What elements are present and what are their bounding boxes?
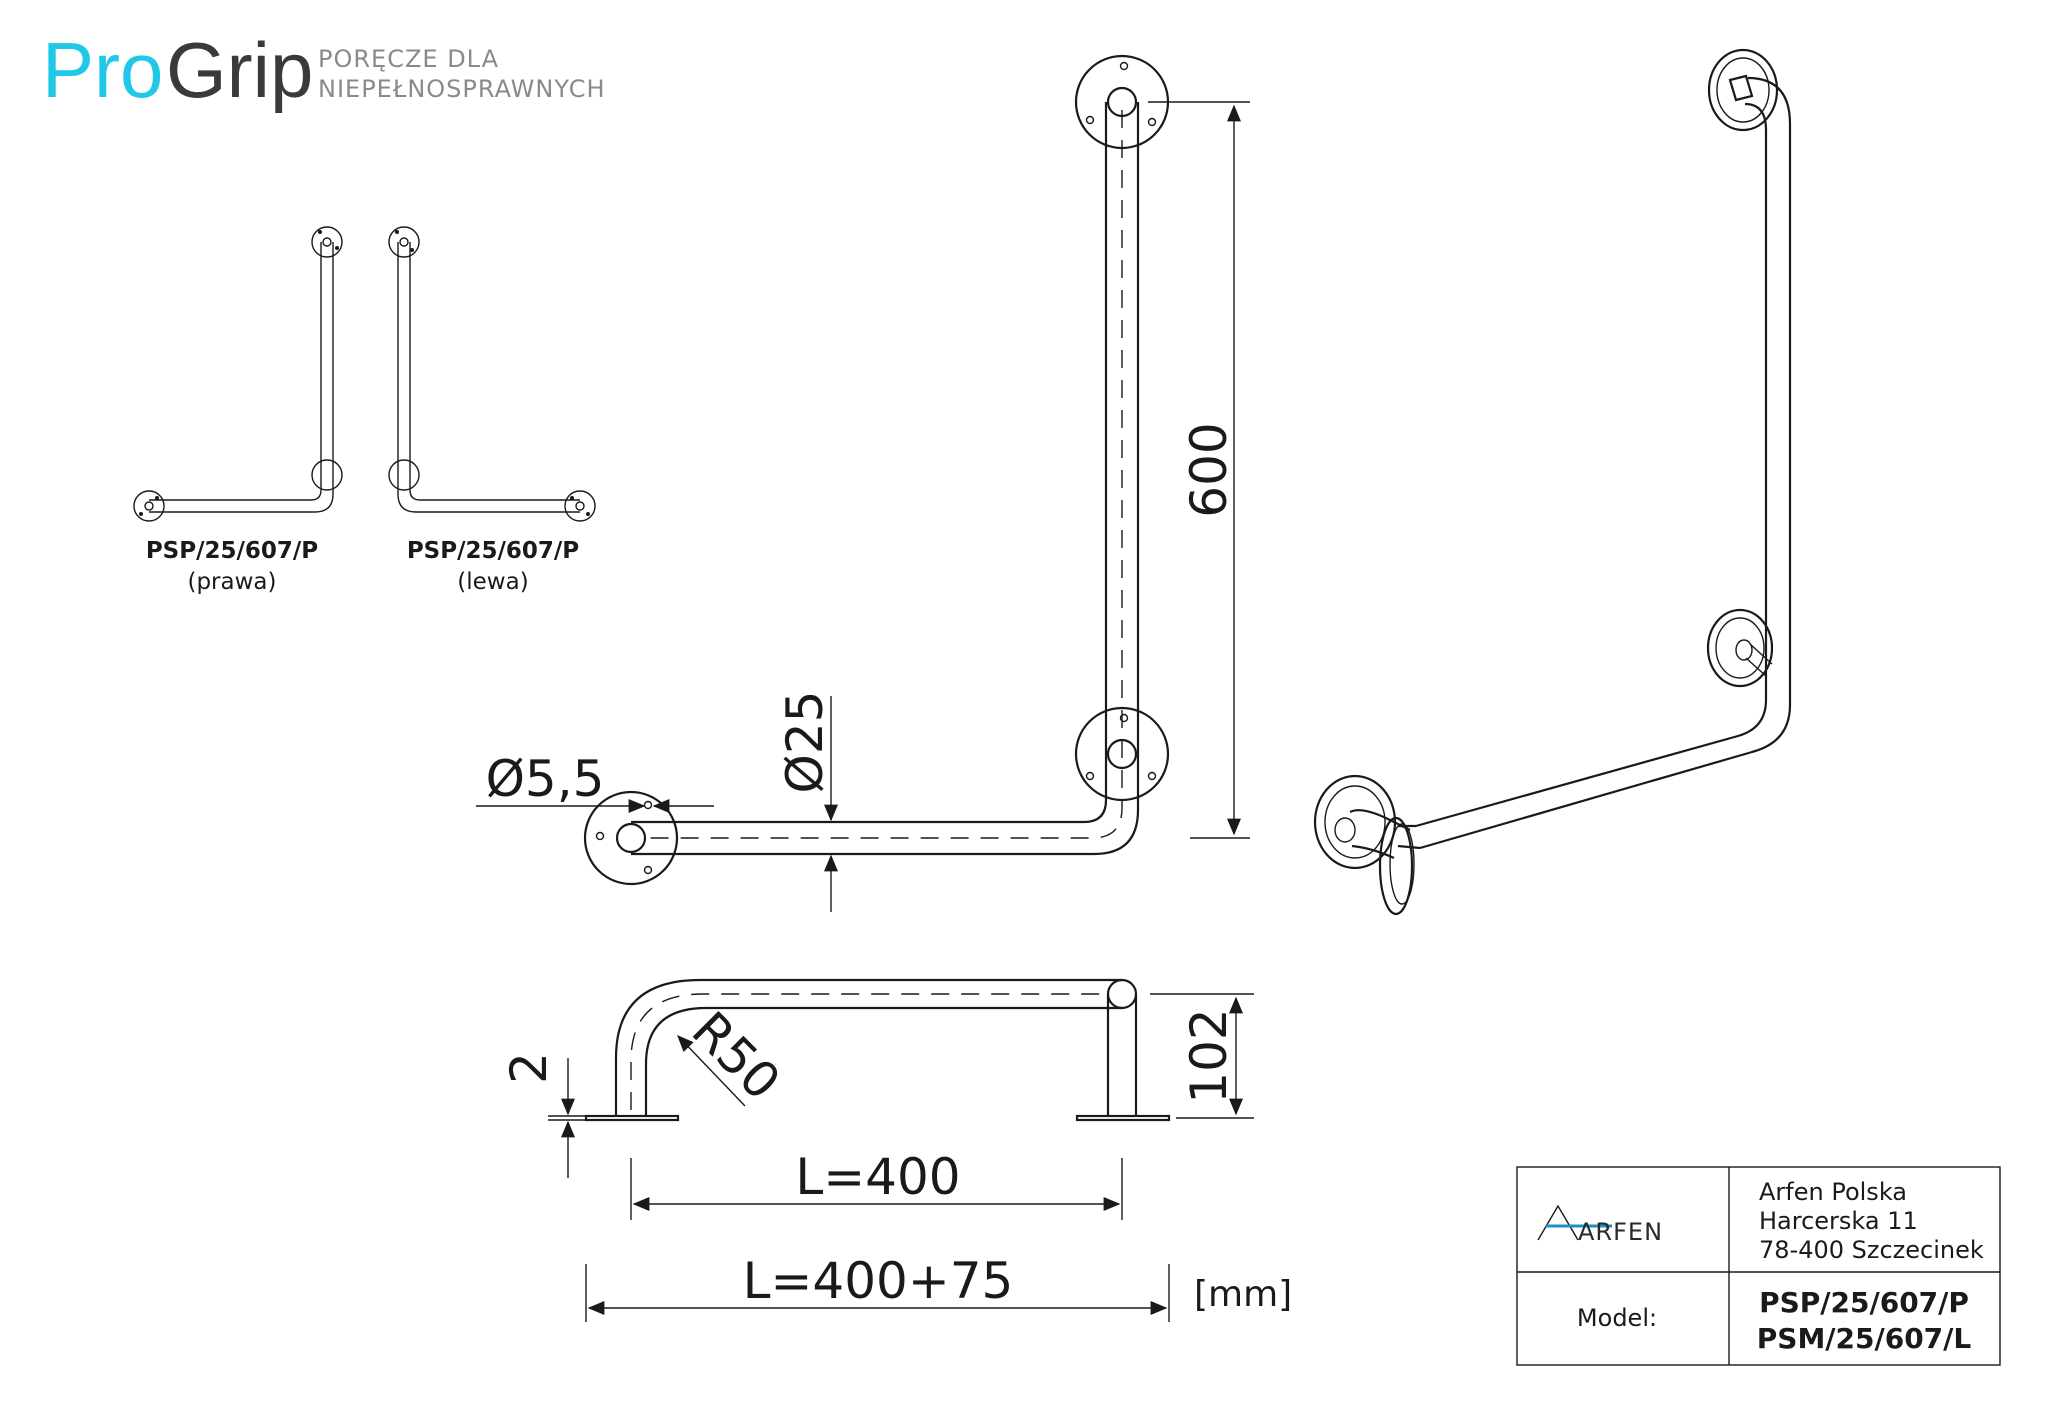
dim-tube-25: Ø25 [776,691,834,794]
variant-right-drawing: PSP/25/607/P (prawa) [133,226,343,595]
front-view [583,54,1170,886]
side-view [584,978,1171,1122]
side-view-dimensions: R50 102 2 L=400 L=400+75 [mm] [500,993,1292,1322]
arfen-logo: ARFEN [1537,1204,1663,1246]
company-city: 78-400 Szczecinek [1759,1236,1984,1264]
dim-hole-5-5: Ø5,5 [486,750,605,808]
variant-left-model: PSP/25/607/P [407,538,579,564]
logo-pro-text: Pro [42,26,163,114]
logo-tagline-2: NIEPEŁNOSPRAWNYCH [318,75,606,103]
front-view-dimensions: 600 Ø25 Ø5,5 [476,101,1250,912]
arfen-logo-text: ARFEN [1578,1218,1663,1246]
dim-depth-102: 102 [1180,1008,1238,1103]
dim-radius-r50: R50 [681,1001,792,1112]
variant-right-side: (prawa) [187,569,276,595]
variant-left-drawing: PSP/25/607/P (lewa) [388,226,596,595]
brand-logo: Pro Grip PORĘCZE DLA NIEPEŁNOSPRAWNYCH [42,26,606,114]
dim-height-600: 600 [1180,422,1238,517]
variant-right-model: PSP/25/607/P [146,538,318,564]
logo-grip-text: Grip [166,26,313,114]
model-code-1: PSP/25/607/P [1759,1286,1969,1319]
logo-tagline-1: PORĘCZE DLA [318,45,499,73]
dim-total-length: L=400+75 [743,1252,1014,1310]
model-code-2: PSM/25/607/L [1757,1322,1972,1355]
dim-length-400: L=400 [795,1148,960,1206]
variant-left-side: (lewa) [457,569,528,595]
model-label: Model: [1577,1304,1657,1332]
perspective-view [1313,48,1792,916]
dim-plate-2: 2 [500,1052,558,1084]
company-name: Arfen Polska [1759,1178,1907,1206]
unit-label: [mm] [1194,1274,1292,1315]
company-street: Harcerska 11 [1759,1207,1918,1235]
title-block: ARFEN Arfen Polska Harcerska 11 78-400 S… [1516,1166,2001,1366]
